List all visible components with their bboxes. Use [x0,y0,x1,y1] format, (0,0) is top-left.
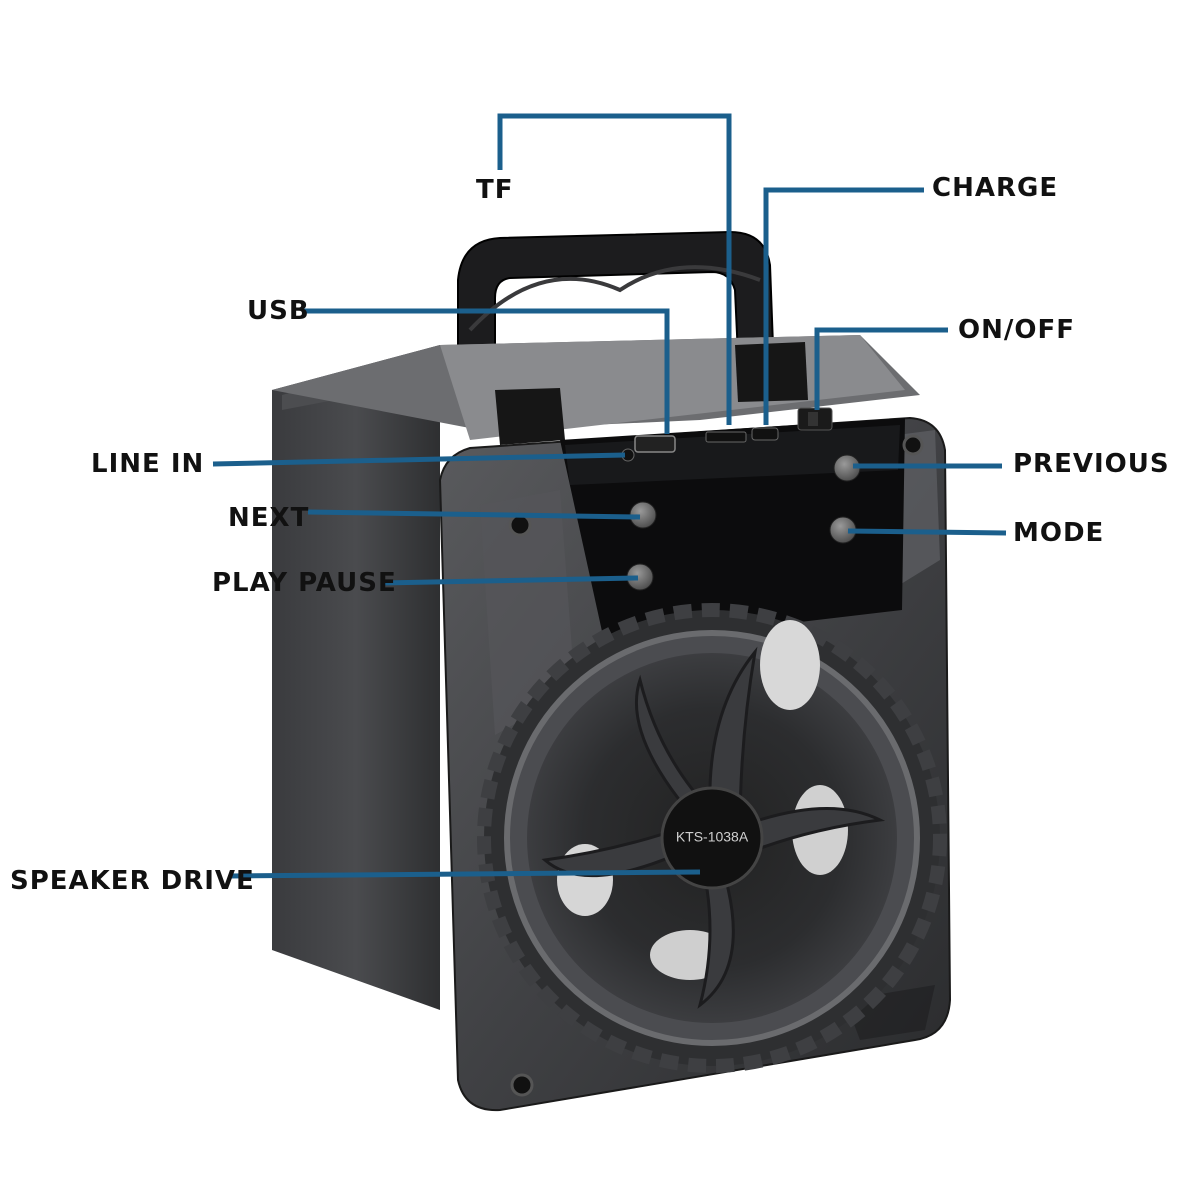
speaker-driver: KTS-1038A [477,603,947,1073]
leader-play-pause [381,575,639,586]
tf-slot [705,431,747,443]
label-play-pause: PLAY PAUSE [212,568,397,598]
label-mode: MODE [1013,518,1105,548]
label-next: NEXT [228,503,310,533]
leader-line-in [212,452,626,467]
label-previous: PREVIOUS [1013,449,1170,479]
cabinet-side [272,345,440,1010]
charge-port [751,427,779,441]
leader-next [307,509,641,520]
leader-charge [763,187,924,425]
leader-tf [497,113,732,425]
label-tf: TF [476,175,514,205]
usb-port [634,435,676,453]
leader-lines [212,113,1007,879]
label-on-off: ON/OFF [958,315,1075,345]
leader-on-off [814,327,948,410]
top-ports [621,407,833,462]
label-usb: USB [247,296,310,326]
leader-mode [847,528,1007,536]
panel-buttons [626,454,861,591]
label-charge: CHARGE [932,173,1059,203]
leader-usb [303,308,670,434]
label-speaker-drive: SPEAKER DRIVE [10,866,255,896]
label-line-in: LINE IN [91,449,205,479]
model-badge: KTS-1038A [676,829,749,845]
leader-speaker-drive [229,869,701,879]
cabinet-top [272,335,920,445]
